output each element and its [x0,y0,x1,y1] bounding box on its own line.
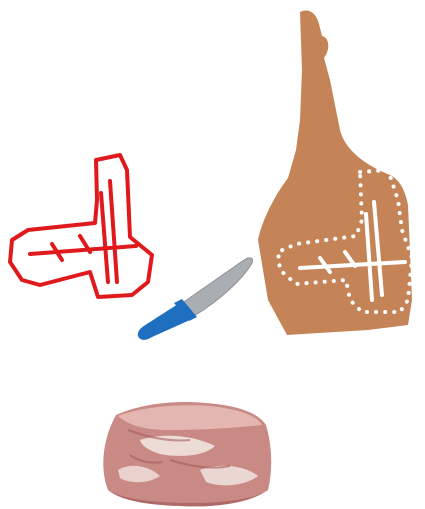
boneless-meat-piece-icon [103,402,271,506]
red-cut-outline-icon [10,155,152,297]
knife-icon [138,258,253,340]
cut-line [30,246,136,254]
knife-blade [178,258,253,316]
cut-outline-shape [10,155,152,297]
ham-leg-icon [258,11,412,336]
cut-line [101,193,108,282]
cut-line [110,181,117,282]
